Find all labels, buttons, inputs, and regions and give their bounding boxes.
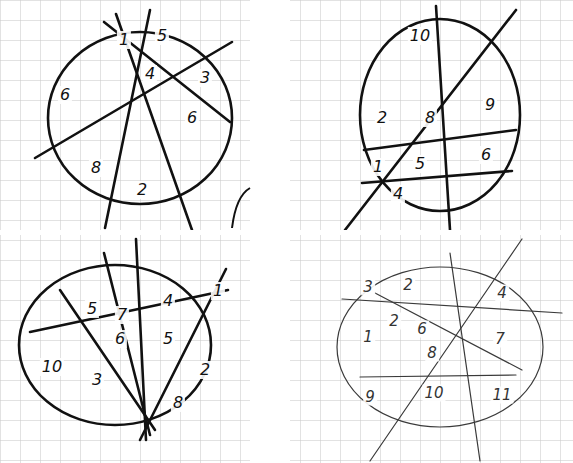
region-number: 8	[89, 159, 103, 177]
region-number: 7	[115, 306, 129, 324]
region-number: 4	[495, 285, 509, 302]
region-number: 2	[375, 109, 389, 127]
cutting-line	[345, 10, 516, 230]
cutting-line	[436, 6, 450, 230]
grid-sheet	[290, 0, 573, 230]
circle-shape	[19, 265, 211, 425]
region-number: 4	[143, 65, 157, 83]
region-number: 2	[401, 277, 415, 294]
region-number: 6	[185, 109, 199, 127]
cutting-line	[104, 253, 150, 435]
grid-sheet	[0, 0, 250, 230]
region-number: 1	[371, 158, 385, 176]
sketch-circle: 10 2 8 9 5 6 14	[290, 0, 573, 230]
region-number: 11	[490, 387, 513, 404]
cutting-line	[360, 375, 516, 377]
grid-sheet	[290, 235, 573, 463]
region-number: 10	[408, 27, 432, 45]
cutting-line	[104, 22, 230, 122]
region-number: 1	[211, 282, 225, 300]
cutting-line	[375, 293, 522, 370]
cutting-line	[364, 130, 516, 150]
region-number: 1	[361, 329, 375, 346]
sketch-circle: 3242617891011	[290, 235, 573, 463]
region-number: 8	[425, 345, 439, 362]
region-number: 2	[198, 361, 212, 379]
region-number: 6	[479, 146, 493, 164]
region-number: 5	[161, 330, 175, 348]
region-number: 2	[387, 313, 401, 330]
region-number: 5	[155, 27, 169, 45]
region-number: 10	[422, 385, 445, 402]
circle-shape	[337, 267, 543, 427]
region-number: 3	[90, 371, 104, 389]
cutting-line	[342, 299, 562, 313]
region-number: 8	[171, 394, 185, 412]
region-number: 9	[483, 96, 497, 114]
cutting-line	[370, 239, 522, 461]
region-number: 5	[85, 300, 99, 318]
grid-sheet	[0, 235, 250, 463]
region-number: 10	[40, 358, 64, 376]
region-number: 3	[198, 69, 212, 87]
region-number: 4	[161, 292, 175, 310]
region-number: 8	[423, 109, 437, 127]
region-number: 6	[58, 86, 72, 104]
partial-arc	[232, 188, 250, 228]
cutting-line	[450, 253, 480, 461]
region-number: 6	[113, 330, 127, 348]
region-number: 9	[363, 389, 377, 406]
region-number: 5	[413, 155, 427, 173]
cutting-line	[116, 14, 192, 230]
cutting-line	[140, 269, 226, 440]
sketch-circle: 57416510328	[0, 235, 250, 463]
region-number: 2	[135, 181, 149, 199]
region-number: 7	[493, 331, 507, 348]
region-number: 3	[361, 279, 375, 296]
circle-shape	[360, 19, 520, 211]
region-number: 4	[391, 185, 405, 203]
circle-outline	[0, 235, 250, 463]
region-number: 6	[415, 321, 429, 338]
sketch-circle: 1 5 4 3 6 6 8 2	[0, 0, 250, 230]
region-number: 1	[117, 31, 131, 49]
cutting-line	[105, 10, 150, 228]
